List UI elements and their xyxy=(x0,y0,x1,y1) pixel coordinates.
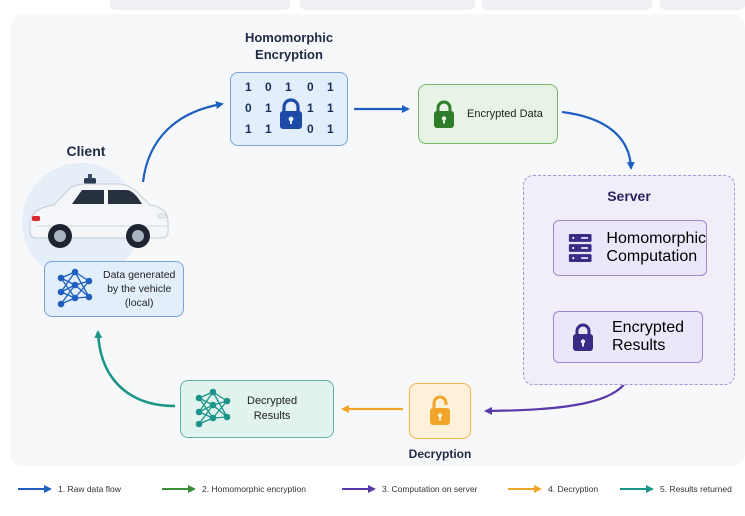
computation-label-line1: Homomorphic xyxy=(606,230,706,247)
encrypted-results-line2: Results xyxy=(612,337,666,354)
legend-item-computation-on-server: 3. Computation on server xyxy=(342,484,477,494)
legend-item-decryption: 4. Decryption xyxy=(508,484,598,494)
homomorphic-computation-box: Homomorphic Computation xyxy=(553,220,707,276)
arrow-client-to-encryption xyxy=(141,101,224,183)
legend-arrow-icon xyxy=(162,485,196,493)
legend-item-results-returned: 5. Results returned xyxy=(620,484,732,494)
encryption-title: Homomorphic Encryption xyxy=(228,29,350,63)
bit: 0 xyxy=(307,80,314,94)
legend-arrow-icon xyxy=(18,485,52,493)
car-icon xyxy=(29,174,169,248)
data-generated-box: Data generated by the vehicle (local) xyxy=(44,261,184,317)
encryption-title-line1: Homomorphic xyxy=(244,30,334,45)
legend-item-raw-data-flow: 1. Raw data flow xyxy=(18,484,121,494)
top-strip xyxy=(482,0,652,10)
legend-label: 2. Homomorphic encryption xyxy=(202,484,306,494)
legend-label: 4. Decryption xyxy=(548,484,599,494)
lock-icon xyxy=(573,323,593,351)
encrypted-results-box: Encrypted Results xyxy=(553,311,703,363)
data-generated-line3: (local) xyxy=(124,297,154,309)
encrypted-data-label: Encrypted Data xyxy=(467,107,543,120)
decryption-title: Decryption xyxy=(408,447,472,461)
bit: 1 xyxy=(245,122,252,136)
legend-arrow-icon xyxy=(342,485,376,493)
bit: 1 xyxy=(265,122,272,136)
data-generated-label: Data generated by the vehicle (local) xyxy=(103,268,175,310)
bit: 0 xyxy=(265,80,272,94)
unlock-icon xyxy=(430,395,450,425)
decrypted-results-box: Decrypted Results xyxy=(180,380,334,438)
top-strip xyxy=(300,0,475,10)
bit: 1 xyxy=(307,101,314,115)
legend-item-homomorphic-encryption: 2. Homomorphic encryption xyxy=(162,484,306,494)
encrypted-results-line1: Encrypted xyxy=(612,319,685,336)
data-generated-line1: Data generated xyxy=(103,269,176,281)
encrypted-data-box: Encrypted Data xyxy=(418,84,558,144)
legend-label: 5. Results returned xyxy=(660,484,732,494)
encryption-box: 1 0 1 0 1 0 1 1 1 1 1 0 1 xyxy=(230,72,348,146)
top-strip xyxy=(660,0,745,10)
bit: 1 xyxy=(265,101,272,115)
arrow-encrypted-data-to-server xyxy=(561,110,635,170)
neural-network-icon xyxy=(195,388,231,428)
bit: 0 xyxy=(245,101,252,115)
server-icon xyxy=(568,234,592,262)
computation-label: Homomorphic Computation xyxy=(606,230,706,266)
legend-label: 3. Computation on server xyxy=(382,484,478,494)
lock-icon xyxy=(280,98,302,129)
decrypted-results-line1: Decrypted xyxy=(247,395,298,407)
legend-arrow-icon xyxy=(508,485,542,493)
bit: 1 xyxy=(245,80,252,94)
server-title: Server xyxy=(607,188,651,204)
top-strip xyxy=(110,0,290,10)
bit: 1 xyxy=(327,122,334,136)
legend-label: 1. Raw data flow xyxy=(58,484,121,494)
bit: 1 xyxy=(285,80,292,94)
legend-arrow-icon xyxy=(620,485,654,493)
encryption-title-line2: Encryption xyxy=(255,47,323,62)
bit: 0 xyxy=(307,122,314,136)
lock-icon xyxy=(434,100,454,128)
decrypted-results-label: Decrypted Results xyxy=(247,394,297,424)
decryption-box xyxy=(409,383,471,439)
computation-label-line2: Computation xyxy=(606,248,698,265)
neural-network-icon xyxy=(57,268,93,308)
data-generated-line2: by the vehicle xyxy=(107,283,172,295)
arrow-results-to-client xyxy=(94,330,176,408)
bit: 1 xyxy=(327,80,334,94)
client-title: Client xyxy=(66,143,106,159)
bit: 1 xyxy=(327,101,334,115)
decrypted-results-line2: Results xyxy=(253,410,291,422)
encrypted-results-label: Encrypted Results xyxy=(612,319,684,355)
